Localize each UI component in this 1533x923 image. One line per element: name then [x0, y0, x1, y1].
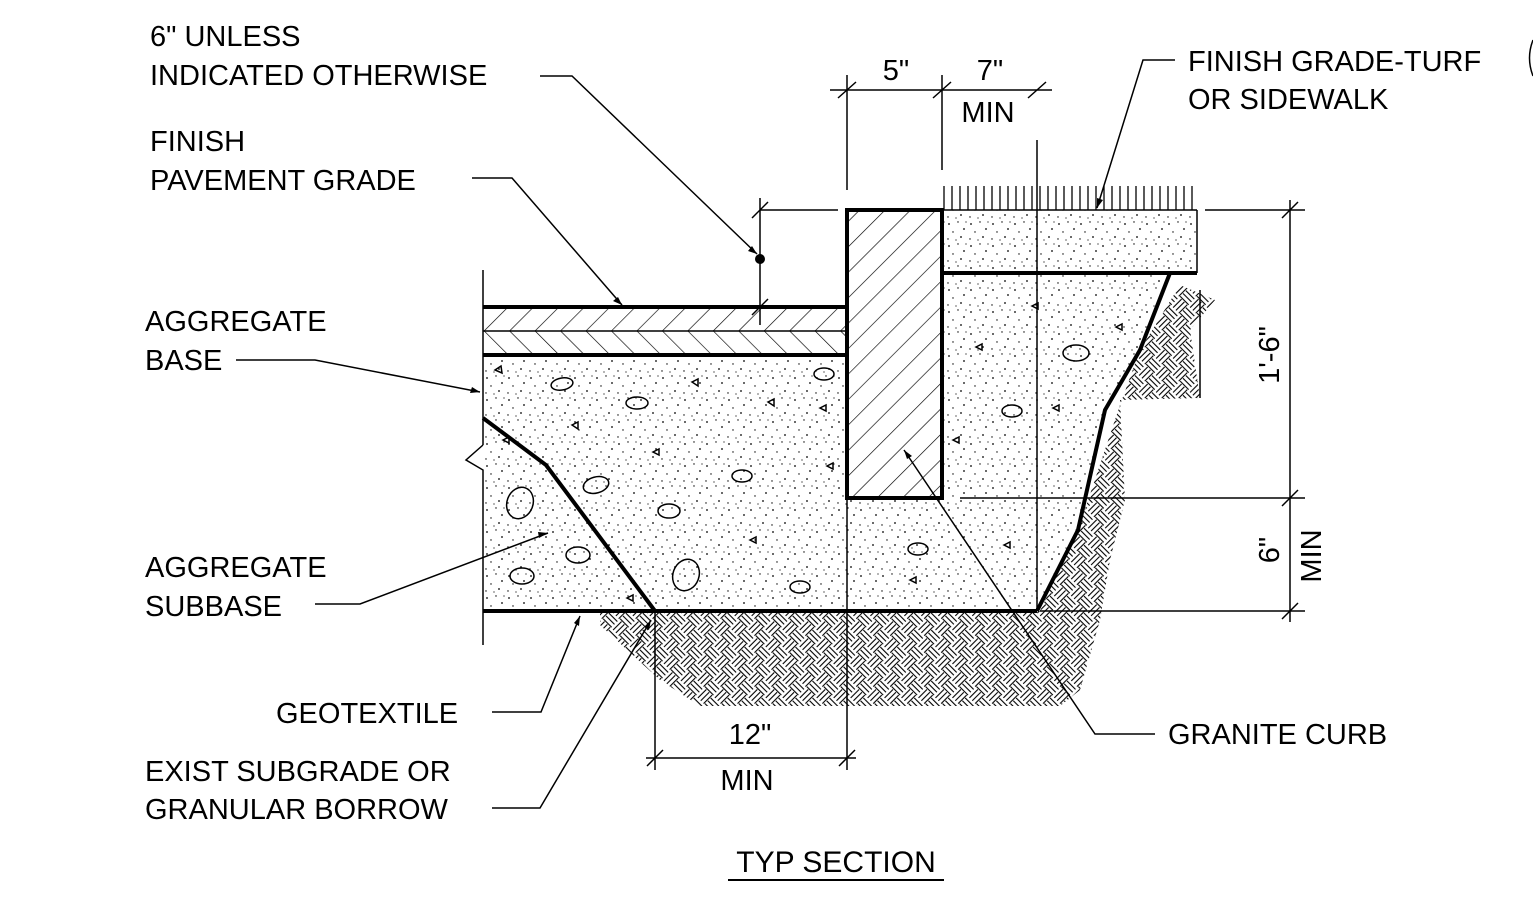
aggregate-subbase-line2: SUBBASE [145, 591, 282, 623]
finish-grade-line1: FINISH GRADE-TURF [1188, 46, 1481, 78]
leader-arrows [470, 198, 1103, 630]
geotextile-label: GEOTEXTILE [276, 698, 458, 730]
subgrade-line1: EXIST SUBGRADE OR [145, 756, 451, 788]
partial-edge-mark [1528, 39, 1533, 77]
section-outlines [464, 75, 1305, 770]
thickness-note-line2: INDICATED OTHERWISE [150, 60, 487, 92]
callout-labels: 6" UNLESS INDICATED OTHERWISE FINISH PAV… [145, 21, 1481, 826]
dim-curb-height: 1'-6" [1254, 326, 1286, 384]
aggregate-subbase-line1: AGGREGATE [145, 552, 327, 584]
leader-lines [236, 59, 1175, 809]
dim-curb-width: 5" [883, 55, 909, 87]
thickness-note-line1: 6" UNLESS [150, 21, 301, 53]
granite-curb [845, 208, 944, 500]
subgrade-line2: GRANULAR BORROW [145, 794, 449, 826]
dimension-labels: 5" 7" MIN 1'-6" 6" MIN 12" MIN [720, 55, 1328, 797]
pavement-layers [483, 305, 847, 357]
finish-pavement-line1: FINISH [150, 126, 245, 158]
dim-front-of-curb-min: MIN [720, 765, 773, 797]
drawing-title: TYP SECTION [736, 846, 935, 879]
drawing-title-group: TYP SECTION [728, 846, 944, 881]
finish-pavement-line2: PAVEMENT GRADE [150, 165, 416, 197]
turf-hatch [943, 186, 1193, 210]
dimension-lines [646, 81, 1299, 767]
aggregate-base-line2: BASE [145, 345, 222, 377]
dim-behind-curb-min: MIN [961, 97, 1014, 129]
dim-front-of-curb: 12" [729, 719, 772, 751]
granite-curb-label: GRANITE CURB [1168, 719, 1387, 751]
dim-below-curb-min: MIN [1296, 529, 1328, 582]
dim-behind-curb: 7" [977, 55, 1003, 87]
aggregate-base-line1: AGGREGATE [145, 306, 327, 338]
aggregate-stones [493, 301, 1123, 603]
subgrade-soil [600, 285, 1215, 706]
dim-below-curb: 6" [1254, 537, 1286, 563]
pavement-thickness-dot [755, 254, 765, 264]
finish-grade-line2: OR SIDEWALK [1188, 84, 1389, 116]
